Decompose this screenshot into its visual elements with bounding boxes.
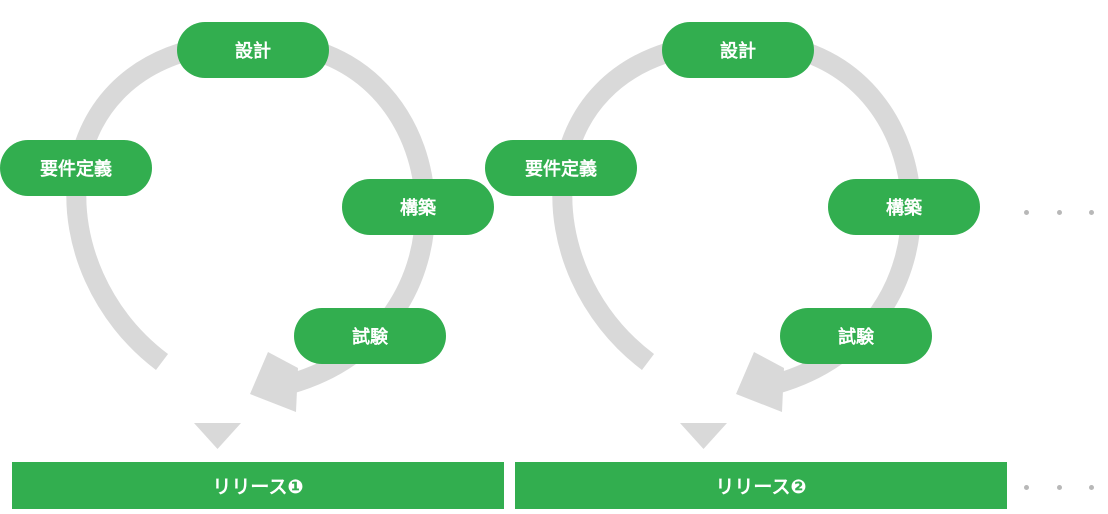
continuation-ellipsis-bottom (1024, 482, 1094, 492)
ellipsis-dot (1024, 209, 1029, 215)
ellipsis-dot (1056, 209, 1062, 215)
ellipsis-dot (1024, 484, 1029, 490)
cycle-2-step-build: 構築 (828, 179, 980, 235)
cycle-1-step-design: 設計 (177, 22, 329, 78)
release-1-bar: リリース❶ (12, 462, 504, 509)
cycle-1-down-triangle (194, 423, 241, 449)
cycle-2-step-design: 設計 (662, 22, 814, 78)
cycle-1-arrowhead (250, 352, 298, 412)
cycle-1-step-test: 試験 (294, 308, 446, 364)
cycle-2-step-test: 試験 (780, 308, 932, 364)
cycle-2-arrowhead (736, 352, 784, 412)
cycle-2-step-requirements: 要件定義 (485, 140, 637, 196)
ellipsis-dot (1089, 484, 1094, 490)
ellipsis-dot (1089, 209, 1094, 215)
cycle-1-step-build: 構築 (342, 179, 494, 235)
ellipsis-dot (1056, 484, 1062, 490)
release-2-bar: リリース❷ (515, 462, 1007, 509)
cycle-2-down-triangle (680, 423, 727, 449)
cycle-1-step-requirements: 要件定義 (0, 140, 152, 196)
continuation-ellipsis-top (1024, 207, 1094, 217)
cycle-1-arrow (66, 35, 435, 449)
cycle-2-arrow (552, 35, 921, 449)
